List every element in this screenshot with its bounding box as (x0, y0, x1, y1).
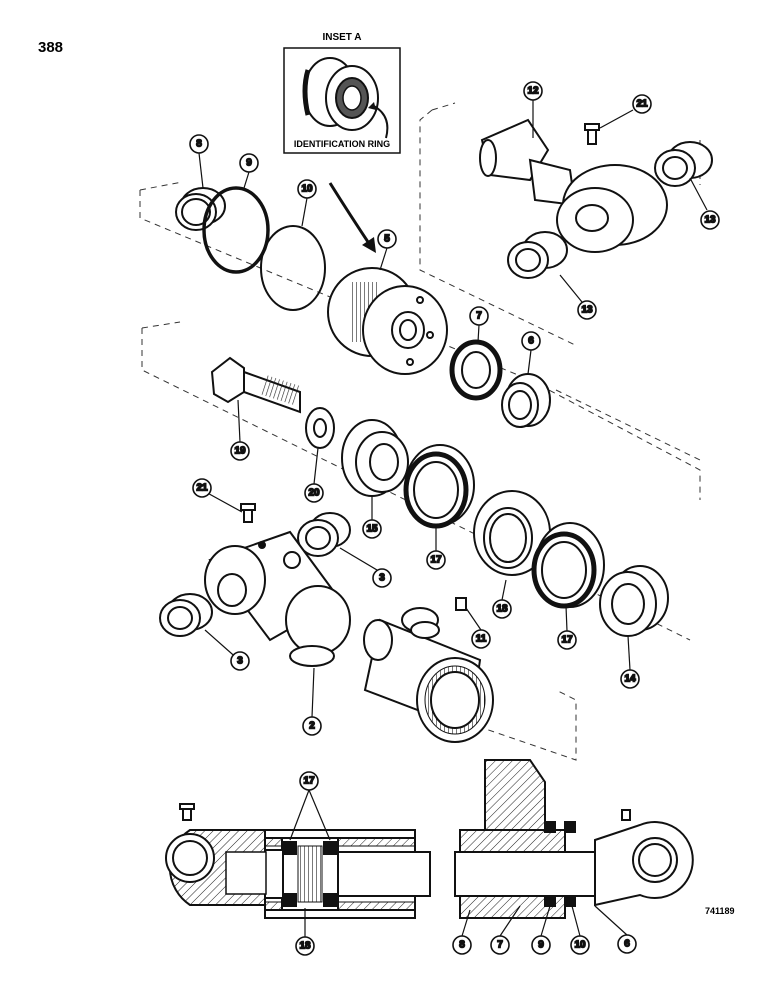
callout-20: 20 (304, 483, 324, 503)
inset-caption: IDENTIFICATION RING (294, 139, 390, 149)
svg-text:10: 10 (301, 184, 313, 195)
callout-18-bottom: 18 (295, 936, 315, 956)
leader-lines (198, 100, 708, 718)
callout-21-top: 21 (632, 94, 652, 114)
section-leader-lines (289, 789, 628, 937)
base-end-and-tube (159, 503, 494, 743)
svg-text:9: 9 (246, 158, 252, 169)
callout-10-top: 10 (297, 179, 317, 199)
svg-text:3: 3 (237, 656, 243, 667)
figure-number: 741189 (705, 906, 735, 916)
page-number: 388 (38, 39, 63, 56)
rod-end-assembly (479, 118, 713, 279)
callout-19: 19 (230, 441, 250, 461)
inset-a: INSET A IDENTIFICATION RING (283, 32, 401, 154)
callout-12: 12 (523, 81, 543, 101)
callout-21-left: 21 (192, 478, 212, 498)
callouts: 8 9 10 5 12 21 13 13 7 6 19 20 15 21 17 … (189, 81, 720, 956)
svg-text:3: 3 (379, 573, 385, 584)
piston-group (175, 186, 551, 428)
svg-text:11: 11 (476, 634, 487, 645)
inset-arrow-head (362, 237, 376, 253)
svg-text:17: 17 (561, 635, 573, 646)
svg-text:17: 17 (303, 776, 315, 787)
callout-17-right: 17 (557, 630, 577, 650)
svg-text:19: 19 (234, 446, 246, 457)
svg-text:21: 21 (636, 99, 648, 110)
callout-13-mid: 13 (577, 300, 597, 320)
callout-7-bottom: 7 (490, 935, 510, 955)
inset-title: INSET A (322, 32, 361, 43)
svg-text:12: 12 (527, 86, 539, 97)
callout-11: 11 (471, 629, 491, 649)
svg-text:7: 7 (497, 940, 503, 951)
svg-text:7: 7 (476, 311, 482, 322)
svg-text:9: 9 (538, 940, 544, 951)
svg-text:18: 18 (496, 604, 508, 615)
svg-text:6: 6 (528, 336, 534, 347)
svg-text:13: 13 (581, 305, 593, 316)
callout-14: 14 (620, 669, 640, 689)
svg-text:15: 15 (366, 524, 378, 535)
callout-5: 5 (377, 229, 397, 249)
svg-text:14: 14 (624, 674, 636, 685)
svg-text:20: 20 (308, 488, 320, 499)
callout-18-mid: 18 (492, 599, 512, 619)
callout-8-bottom: 8 (452, 935, 472, 955)
callout-17-mid: 17 (426, 550, 446, 570)
svg-text:18: 18 (299, 941, 311, 952)
callout-15: 15 (362, 519, 382, 539)
svg-text:6: 6 (624, 939, 630, 950)
callout-9-top: 9 (239, 153, 259, 173)
callout-10-bottom: 10 (570, 935, 590, 955)
callout-13-right: 13 (700, 210, 720, 230)
callout-3-left: 3 (230, 651, 250, 671)
callout-7-mid: 7 (469, 306, 489, 326)
svg-text:17: 17 (430, 555, 442, 566)
callout-6-bottom: 6 (617, 934, 637, 954)
callout-17-bottom: 17 (299, 771, 319, 791)
svg-text:8: 8 (196, 139, 202, 150)
middle-group (210, 356, 669, 637)
svg-text:2: 2 (309, 721, 315, 732)
svg-text:10: 10 (574, 940, 586, 951)
svg-text:5: 5 (384, 234, 390, 245)
callout-3-mid: 3 (372, 568, 392, 588)
callout-2: 2 (302, 716, 322, 736)
svg-text:8: 8 (459, 940, 465, 951)
callout-6-mid: 6 (521, 331, 541, 351)
callout-9-bottom: 9 (531, 935, 551, 955)
svg-text:13: 13 (704, 215, 716, 226)
inset-arrow (328, 182, 374, 249)
callout-8-top: 8 (189, 134, 209, 154)
section-view (165, 759, 694, 919)
svg-text:21: 21 (196, 483, 208, 494)
inset-piston-illustration (302, 57, 389, 139)
